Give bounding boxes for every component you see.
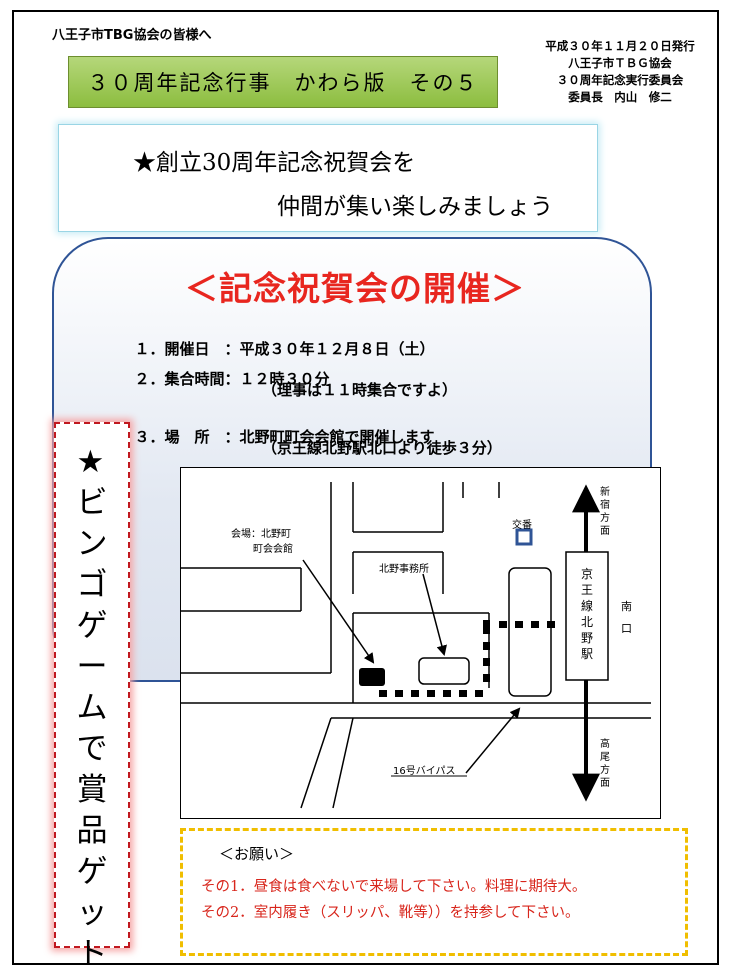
map-drawing <box>181 482 651 809</box>
bingo-char: ★ <box>76 444 105 480</box>
detail-item-time: ２．集合時間：１２時３０分 <box>124 350 330 389</box>
issue-info: 平成３０年１１月２０日発行 八王子市ＴＢＧ協会 ３０周年記念実行委員会 委員長 … <box>520 38 720 106</box>
access-map: 会場：北野町 町会会館 北野事務所 交番 京王線北野駅 南口 新宿方面 高尾方面… <box>180 467 661 819</box>
bingo-char: ト <box>76 936 108 972</box>
detail-label: 場 所 ： <box>164 428 240 446</box>
notice-item-1: その1．昼食は食べないで来場して下さい。料理に期待大。 <box>201 879 587 895</box>
venue-label-1: 会場：北野町 <box>231 529 291 540</box>
koban-label: 交番 <box>512 520 532 531</box>
venue-label-2: 町会会館 <box>253 544 293 555</box>
detail-label: 集合時間： <box>164 370 240 388</box>
detail-value: 平成３０年１２月８日（土） <box>239 340 435 358</box>
bingo-text: ★ビンゴゲームで賞品ゲット <box>77 442 108 972</box>
greeting: 八王子市TBG協会の皆様へ <box>52 28 212 43</box>
office-label: 北野事務所 <box>379 564 429 575</box>
bingo-char: 賞 <box>76 772 108 808</box>
detail-note-directors: （理事は１１時集合ですよ） <box>262 381 458 399</box>
newsletter-banner: ３０周年記念行事 かわら版 その５ <box>68 56 498 108</box>
notice-item-2: その2．室内履き（スリッパ、靴等））を持参して下さい。 <box>201 905 580 921</box>
headline-line-1: ★創立30周年記念祝賀会を <box>133 150 416 176</box>
issuer-org: 八王子市ＴＢＧ協会 <box>568 56 672 70</box>
headline-line-2: 仲間が集い楽しみましょう <box>277 194 553 220</box>
north-direction-label: 新宿方面 <box>600 487 610 537</box>
bingo-char: ゲ <box>76 854 108 890</box>
detail-label: 開催日 ： <box>164 340 240 358</box>
detail-item-date: １．開催日 ：平成３０年１２月８日（土） <box>124 320 435 359</box>
detail-value: １２時３０分 <box>239 370 330 388</box>
notice-heading: ＜お願い＞ <box>219 845 295 863</box>
page-frame <box>12 10 719 965</box>
station-label: 京王線北野駅 <box>581 567 594 661</box>
party-title: ＜記念祝賀会の開催＞ <box>185 269 525 308</box>
bingo-char: ゲ <box>76 608 108 644</box>
detail-item-place: ３．場 所 ：北野町町会会館で開催します <box>124 408 435 447</box>
bingo-box: ★ビンゴゲームで賞品ゲット <box>54 422 130 972</box>
detail-num: １． <box>134 340 165 358</box>
issue-date: 平成３０年１１月２０日発行 <box>545 39 695 53</box>
south-direction-label: 高尾方面 <box>600 739 610 789</box>
bingo-char: ゴ <box>76 567 108 603</box>
bingo-char: で <box>76 731 108 767</box>
detail-value: 北野町町会会館で開催します <box>239 428 435 446</box>
notice-box: ＜お願い＞ その1．昼食は食べないで来場して下さい。料理に期待大。 その2．室内… <box>180 828 688 956</box>
bingo-char: ー <box>76 649 108 685</box>
bingo-char: ム <box>76 690 108 726</box>
issuer-chair: 委員長 内山 修二 <box>568 90 672 104</box>
bypass-label: 16号バイパス <box>393 766 456 777</box>
bingo-char: ン <box>76 526 108 562</box>
bingo-char: ッ <box>76 895 108 931</box>
detail-note-access: （京王線北野駅北口より徒歩３分） <box>262 439 502 457</box>
bingo-char: ビ <box>76 485 108 521</box>
headline-box: ★創立30周年記念祝賀会を 仲間が集い楽しみましょう <box>58 124 598 232</box>
issuer-committee: ３０周年記念実行委員会 <box>556 73 684 87</box>
south-exit-label: 南口 <box>621 600 632 635</box>
bingo-char: 品 <box>76 813 108 849</box>
detail-num: ３． <box>134 428 165 446</box>
detail-num: ２． <box>134 370 165 388</box>
